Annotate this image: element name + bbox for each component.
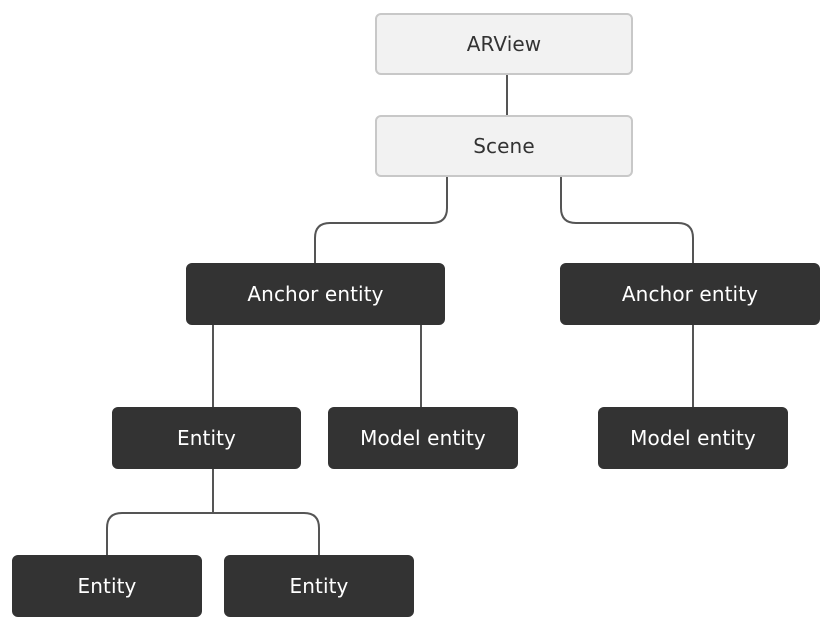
connector-scene-anchor-entity-1 [314, 177, 448, 263]
connector-entity-1-entity-3 [213, 512, 320, 555]
arview-node: ARView [375, 13, 633, 75]
entity-node-child-right: Entity [224, 555, 414, 617]
scene-node: Scene [375, 115, 633, 177]
entity-node: Entity [112, 407, 301, 469]
anchor-entity-node-right: Anchor entity [560, 263, 820, 325]
entity-node-child-left: Entity [12, 555, 202, 617]
model-entity-node-right: Model entity [598, 407, 788, 469]
connector-entity-1-entity-2 [106, 512, 213, 555]
connector-scene-anchor-entity-2 [560, 177, 694, 263]
model-entity-node-left: Model entity [328, 407, 518, 469]
anchor-entity-node-left: Anchor entity [186, 263, 445, 325]
